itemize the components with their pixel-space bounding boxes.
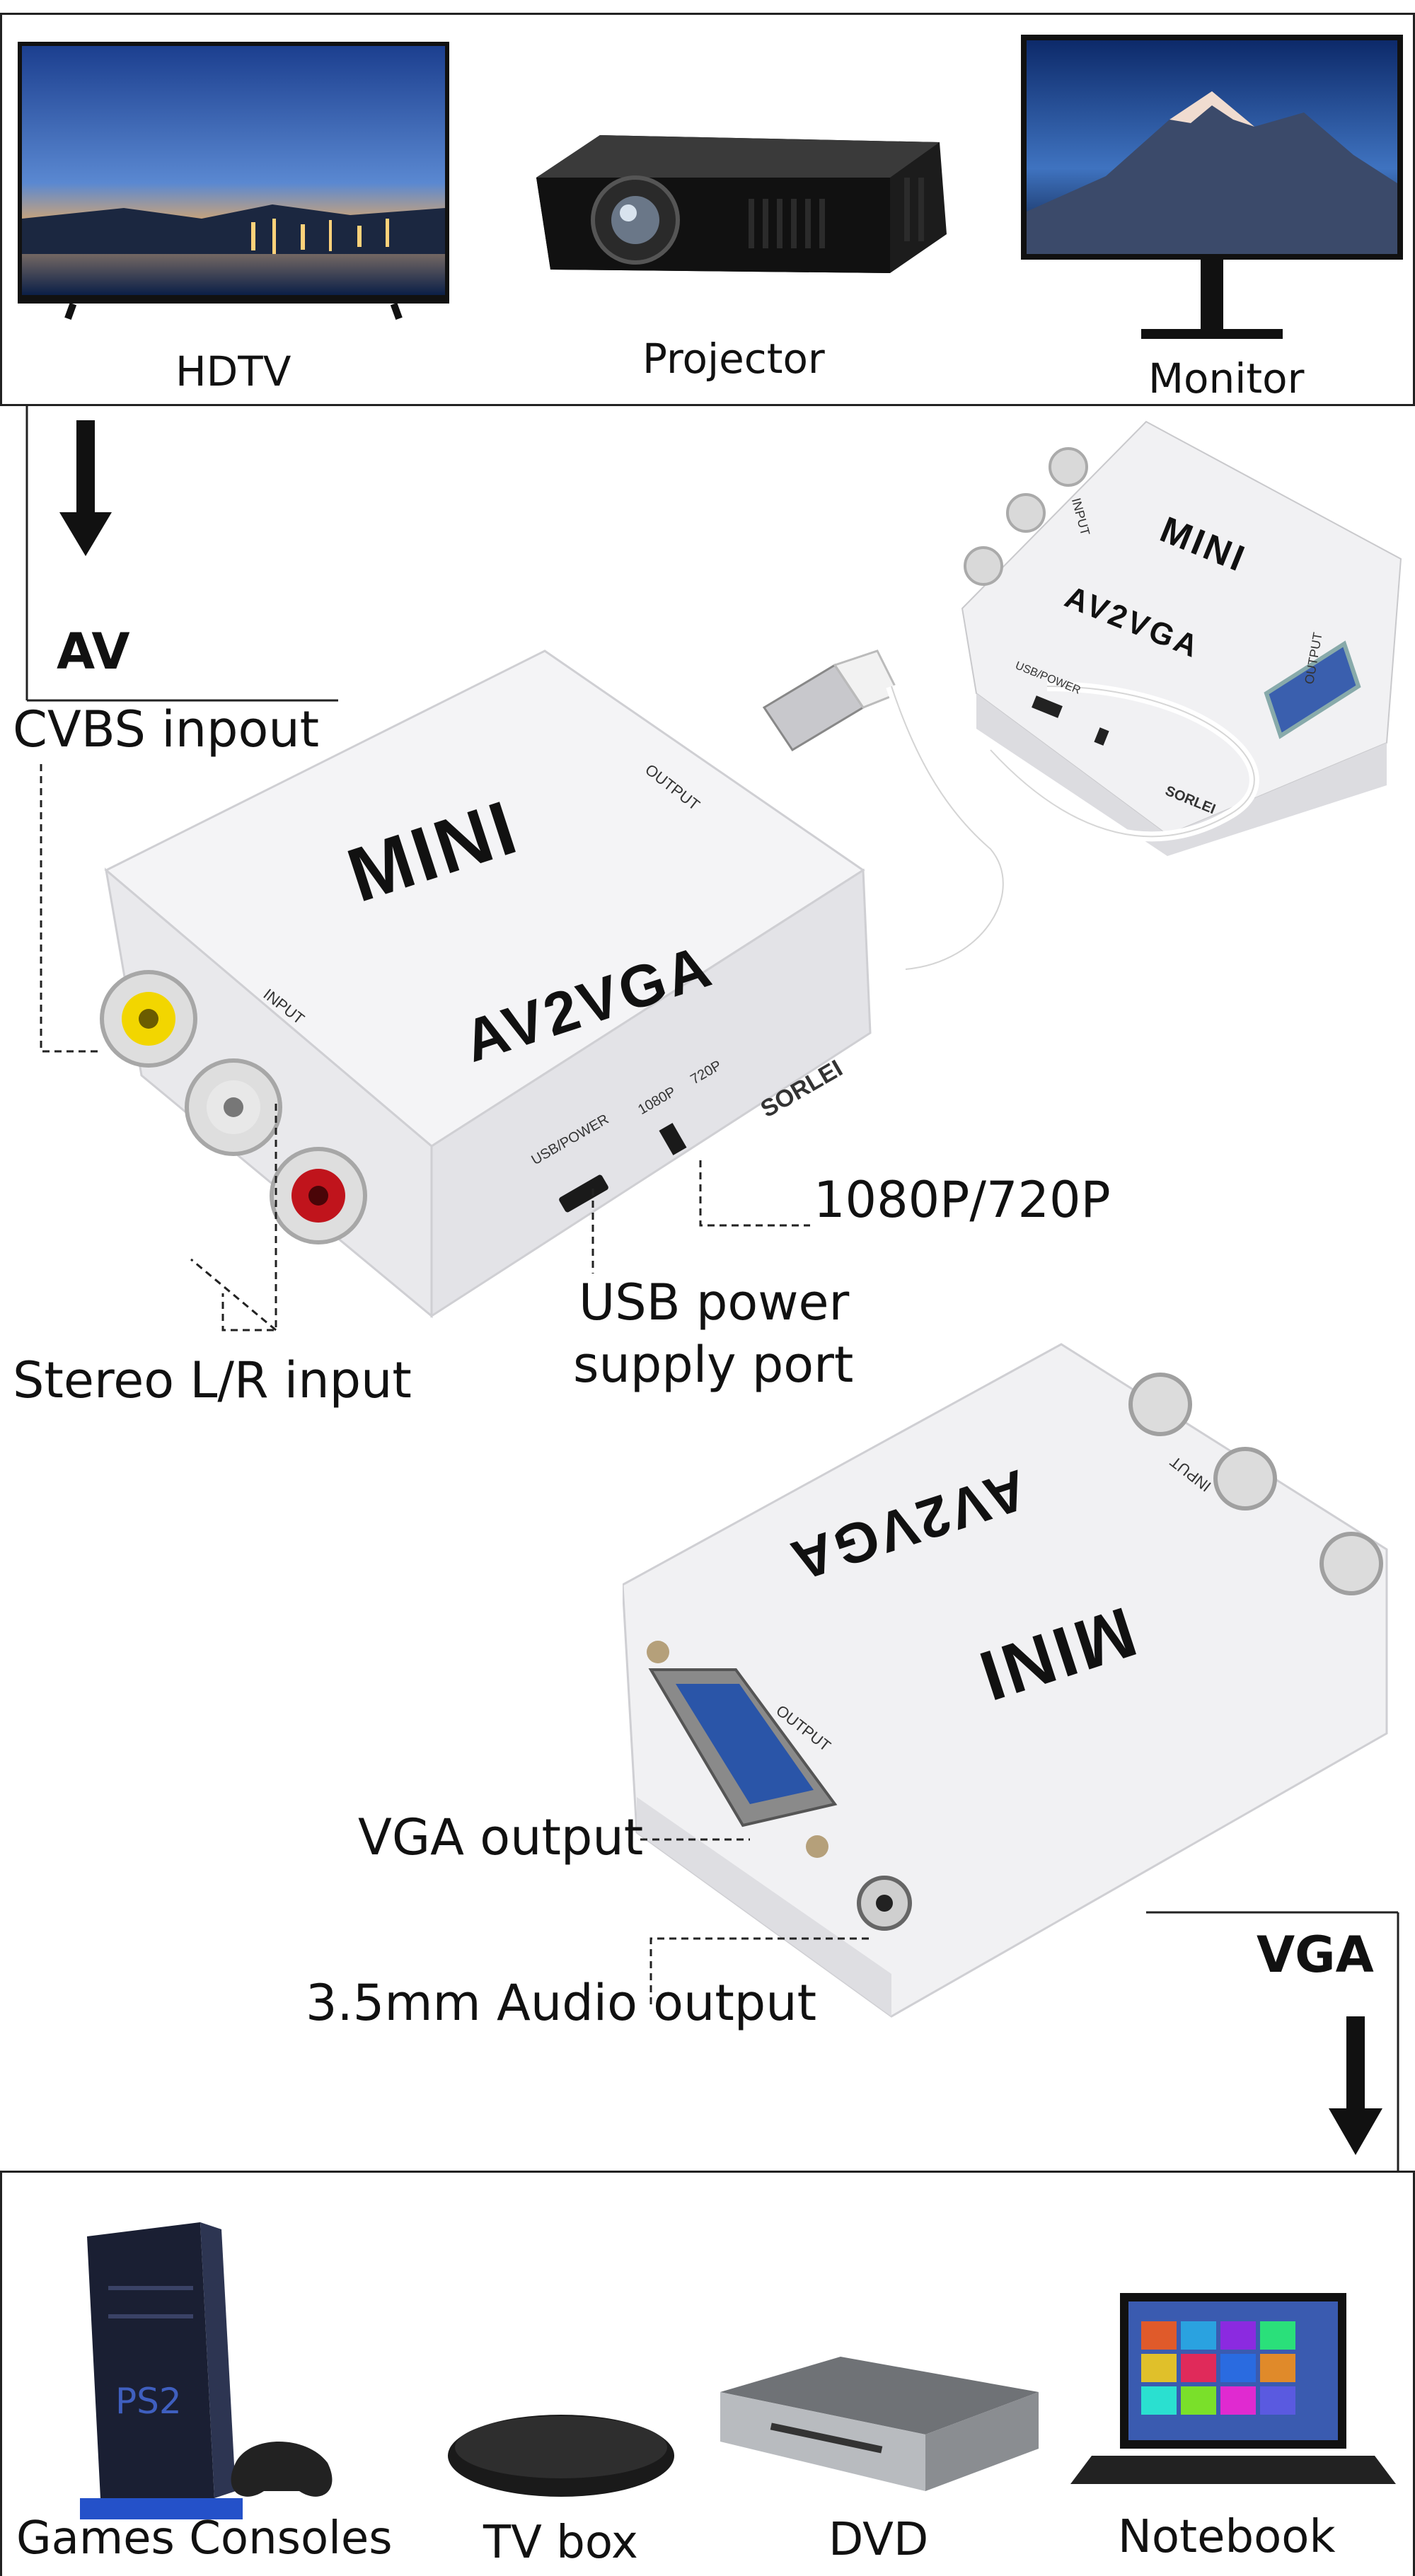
callout-resolution: 1080P/720P bbox=[814, 1171, 1111, 1229]
source-label-tv-box: TV box bbox=[483, 2517, 638, 2569]
projector-icon bbox=[536, 135, 947, 273]
svg-text:PS2: PS2 bbox=[115, 2381, 182, 2422]
main-device-image bbox=[100, 649, 872, 1319]
notebook-icon bbox=[1070, 2293, 1396, 2484]
dvd-player-icon bbox=[720, 2357, 1039, 2491]
callout-usb-line2: supply port bbox=[573, 1336, 854, 1394]
resolution-switch bbox=[659, 1123, 687, 1155]
display-label-hdtv: HDTV bbox=[175, 347, 291, 395]
tv-icon bbox=[18, 42, 449, 320]
tv-box-icon bbox=[448, 2415, 674, 2497]
left-audio-jack bbox=[185, 1058, 282, 1156]
source-label-games-consoles: Games Consoles bbox=[16, 2512, 393, 2565]
av-label: AV bbox=[57, 623, 130, 681]
monitor-icon bbox=[1021, 35, 1403, 339]
vga-side-device-image bbox=[623, 1343, 1388, 2018]
audio-out-jack bbox=[857, 1876, 912, 1931]
display-label-monitor: Monitor bbox=[1148, 354, 1305, 403]
vga-label: VGA bbox=[1257, 1926, 1374, 1984]
source-label-notebook: Notebook bbox=[1118, 2511, 1336, 2563]
callout-vga-output: VGA output bbox=[358, 1808, 644, 1866]
callout-usb-line1: USB power bbox=[579, 1273, 850, 1332]
source-label-dvd: DVD bbox=[828, 2514, 929, 2566]
small-device-image bbox=[961, 420, 1402, 856]
sources-panel: PS2 Games Consoles TV box DVD Notebook bbox=[0, 2171, 1415, 2576]
game-console-icon: PS2 bbox=[80, 2222, 333, 2519]
callout-lines bbox=[40, 764, 870, 2009]
display-label-projector: Projector bbox=[642, 335, 825, 383]
usb-port bbox=[559, 1174, 608, 1213]
cvbs-jack bbox=[100, 970, 197, 1068]
av-bracket bbox=[25, 406, 338, 702]
callout-audio-output: 3.5mm Audio output bbox=[306, 1974, 817, 2032]
callout-cvbs: CVBS inpout bbox=[13, 700, 320, 758]
displays-panel: HDTV Projector Monitor bbox=[0, 13, 1415, 406]
callout-stereo: Stereo L/R input bbox=[13, 1351, 412, 1409]
vga-port bbox=[647, 1641, 838, 1858]
vga-bracket bbox=[1146, 1911, 1399, 2222]
usb-cable-icon bbox=[762, 649, 1009, 975]
right-audio-jack bbox=[270, 1147, 367, 1244]
